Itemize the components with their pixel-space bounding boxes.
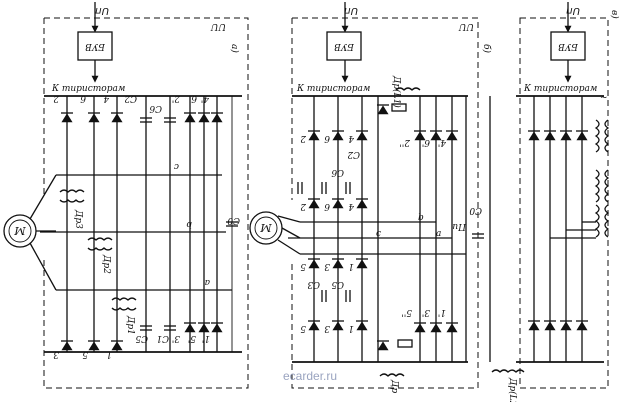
panel-a-reactor-2: Др2 (101, 254, 111, 274)
panel-c-ac-symbol: ~ (600, 93, 608, 103)
panel-b-enclosure (291, 17, 479, 389)
svg-text:3': 3' (172, 333, 180, 343)
svg-text:3: 3 (324, 261, 330, 271)
panel-b-reactor-l1: Др(L1) (391, 75, 402, 108)
svg-text:1: 1 (348, 261, 354, 271)
panel-b-extra-label: Пи (452, 221, 467, 231)
svg-text:5'': 5'' (401, 307, 412, 317)
svg-text:3': 3' (422, 307, 430, 317)
panel-c: Uп БУВ К тиристорам в) ~ (516, 2, 620, 389)
svg-text:1: 1 (348, 323, 354, 333)
svg-text:6: 6 (324, 201, 330, 211)
panel-b-supply-label: Uп (344, 5, 358, 16)
svg-text:С3: С3 (307, 279, 320, 289)
svg-text:С2: С2 (347, 149, 360, 159)
svg-text:b: b (418, 213, 424, 223)
svg-text:5: 5 (82, 349, 88, 359)
svg-text:2: 2 (53, 93, 60, 103)
panel-a-supply-label: Uп (95, 5, 109, 16)
svg-text:с: с (174, 161, 179, 171)
svg-text:4': 4' (201, 93, 210, 103)
svg-text:5: 5 (300, 261, 306, 271)
svg-text:2: 2 (300, 133, 307, 143)
svg-text:6': 6' (189, 93, 197, 103)
svg-text:С6: С6 (331, 167, 344, 177)
svg-text:4: 4 (103, 93, 110, 103)
svg-text:1': 1' (202, 333, 210, 343)
svg-text:С5: С5 (135, 333, 148, 343)
panel-a-corner-label: а) (229, 44, 240, 53)
svg-text:2'': 2'' (399, 137, 411, 147)
svg-text:4': 4' (438, 137, 447, 147)
panel-c-enclosure (519, 17, 609, 389)
panel-c-supply-label: Uп (566, 5, 580, 16)
svg-text:4: 4 (348, 133, 355, 143)
panel-b-reactor-l2: Др(L2) (507, 377, 518, 402)
svg-text:6: 6 (80, 93, 86, 103)
svg-text:С6: С6 (149, 103, 162, 113)
panel-a-reactor-3: Др3 (73, 209, 83, 229)
svg-text:6': 6' (422, 137, 430, 147)
watermark: ecarder.ru (283, 369, 337, 383)
svg-text:5': 5' (188, 333, 196, 343)
svg-text:1: 1 (106, 349, 112, 359)
svg-text:2': 2' (172, 93, 181, 103)
panel-c-box-label: БУВ (558, 41, 579, 51)
svg-text:UU: UU (458, 21, 474, 31)
svg-text:6: 6 (324, 133, 330, 143)
svg-text:b: b (186, 219, 192, 229)
panel-c-thyristor-label: К тиристорам (523, 84, 597, 94)
panel-b-corner-label: б) (481, 44, 492, 53)
svg-text:с: с (376, 229, 381, 239)
svg-text:а: а (436, 229, 441, 239)
panel-a-enclosure (43, 17, 249, 389)
svg-text:С0: С0 (227, 215, 240, 225)
svg-text:3: 3 (324, 323, 330, 333)
panel-c-corner-label: в) (609, 10, 620, 19)
panel-a-motor-label: М (14, 224, 27, 237)
panel-b-control-box (326, 31, 362, 61)
panel-b: Uп БУВ К тиристорам UU б) (249, 2, 525, 402)
panel-b-reactor: Др (389, 379, 399, 393)
panel-b-thyristor-label: К тиристорам (296, 84, 370, 94)
svg-text:С5: С5 (331, 279, 344, 289)
svg-text:2: 2 (300, 201, 307, 211)
svg-text:4: 4 (348, 201, 355, 211)
panel-b-capacitor-main: С0 (469, 205, 482, 215)
svg-text:а: а (205, 277, 210, 287)
svg-text:3: 3 (53, 349, 59, 359)
svg-text:UU: UU (210, 21, 226, 31)
panel-a-thyristor-label: К тиристорам (51, 84, 125, 94)
svg-text:С1: С1 (156, 333, 169, 343)
panel-b-motor-label: М (260, 221, 273, 234)
panel-a-reactor-1: Др1 (125, 315, 135, 335)
svg-text:С2: С2 (124, 93, 137, 103)
panel-a-box-label: БУВ (85, 41, 106, 51)
svg-text:5: 5 (300, 323, 306, 333)
svg-text:1': 1' (438, 307, 446, 317)
panel-a: Uп БУВ К тиристорам а) UU (3, 2, 249, 389)
panel-b-box-label: БУВ (334, 41, 355, 51)
